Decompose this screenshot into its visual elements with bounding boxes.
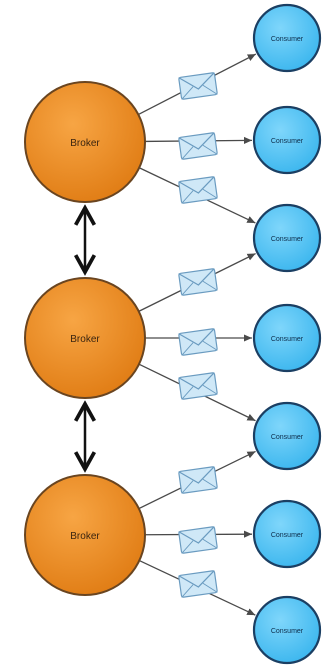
envelope-icon — [178, 372, 218, 400]
envelope-icon — [178, 328, 218, 356]
envelope-icon — [178, 526, 218, 554]
broker-node: Broker — [24, 277, 146, 399]
consumer-node: Consumer — [252, 499, 322, 569]
consumer-label: Consumer — [271, 336, 304, 343]
consumer-node: Consumer — [252, 3, 322, 73]
envelope-icon — [178, 72, 218, 100]
consumer-label: Consumer — [271, 36, 304, 43]
broker-label: Broker — [70, 334, 100, 345]
envelope-icon — [178, 570, 218, 598]
consumer-label: Consumer — [271, 532, 304, 539]
broker-node: Broker — [24, 474, 146, 596]
consumer-node: Consumer — [252, 105, 322, 175]
consumer-node: Consumer — [252, 203, 322, 273]
envelope-icon — [178, 466, 218, 494]
messages-layer — [178, 72, 218, 598]
broker-node: Broker — [24, 81, 146, 203]
consumer-label: Consumer — [271, 434, 304, 441]
envelope-icon — [178, 132, 218, 160]
consumer-label: Consumer — [271, 236, 304, 243]
consumer-label: Consumer — [271, 628, 304, 635]
consumer-label: Consumer — [271, 138, 304, 145]
broker-label: Broker — [70, 138, 100, 149]
nodes-layer: BrokerBrokerBrokerConsumerConsumerConsum… — [24, 3, 322, 665]
envelope-icon — [178, 268, 218, 296]
consumer-node: Consumer — [252, 401, 322, 471]
consumer-node: Consumer — [252, 303, 322, 373]
envelope-icon — [178, 176, 218, 204]
consumer-node: Consumer — [252, 595, 322, 665]
broker-label: Broker — [70, 531, 100, 542]
